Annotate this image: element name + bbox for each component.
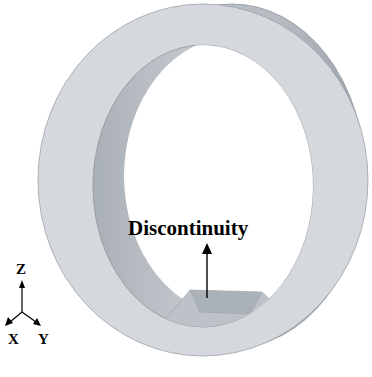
axis-triad [5, 280, 41, 326]
ring-body [38, 4, 368, 356]
axis-label: X [8, 332, 19, 347]
axis-label: Y [38, 332, 49, 347]
discontinuity-arrow [202, 243, 212, 298]
axis-label: Z [16, 262, 26, 277]
callout-label: Discontinuity [128, 218, 248, 239]
